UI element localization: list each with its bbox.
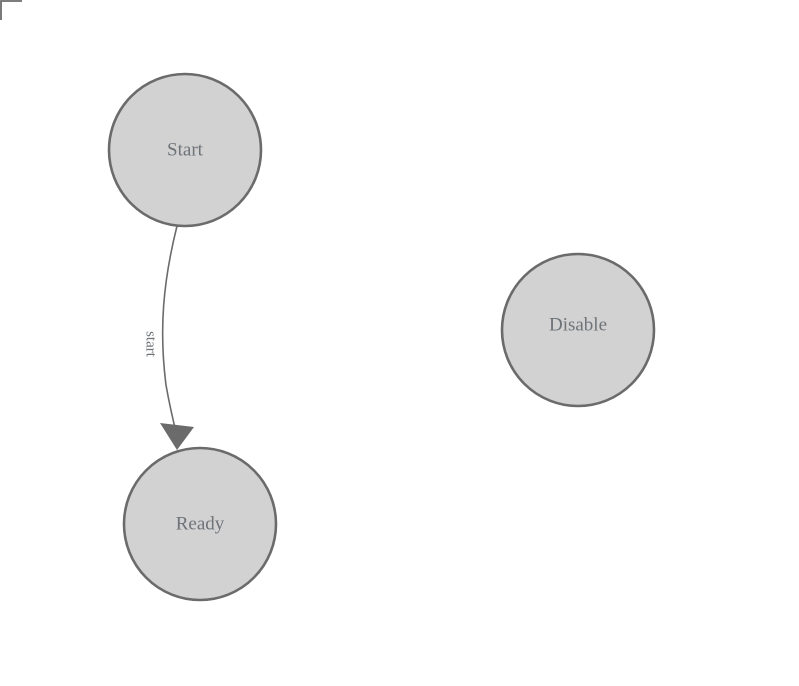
node-disable[interactable]: Disable xyxy=(500,252,656,408)
edge-label-start: start xyxy=(143,331,159,358)
node-disable-label: Disable xyxy=(549,314,607,335)
node-start-label: Start xyxy=(167,139,204,160)
node-ready-label: Ready xyxy=(176,513,225,534)
edge-start-to-ready[interactable]: start xyxy=(143,225,194,450)
edge-arrowhead-icon xyxy=(160,423,194,450)
node-ready-circle xyxy=(122,446,278,602)
node-disable-circle xyxy=(500,252,656,408)
edge-path xyxy=(161,225,178,437)
node-start[interactable]: Start xyxy=(107,72,263,228)
node-start-circle xyxy=(107,72,263,228)
node-ready[interactable]: Ready xyxy=(122,446,278,602)
viewport-corner-mark-icon xyxy=(0,0,22,20)
